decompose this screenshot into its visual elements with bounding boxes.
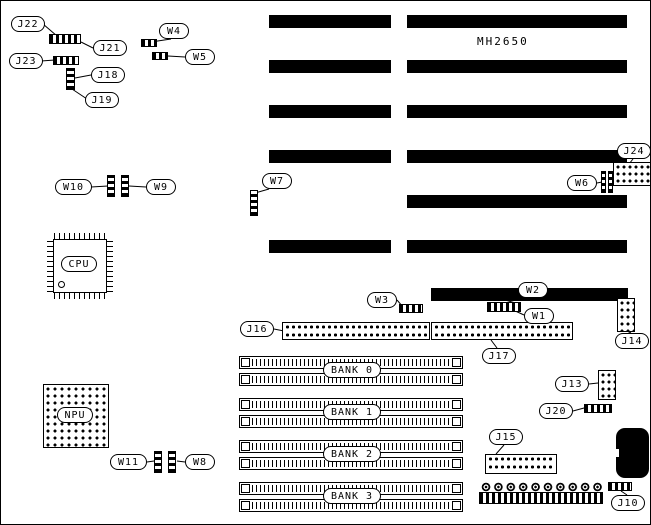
label-j22: J22 [11, 16, 45, 32]
simm-end [452, 400, 461, 409]
isa-slot [407, 240, 627, 253]
label-j19: J19 [85, 92, 119, 108]
jumper-block-w6-a [601, 171, 606, 193]
isa-slot-extension [269, 15, 391, 28]
label-w10: W10 [55, 179, 92, 195]
jumper-block-j23 [53, 56, 79, 65]
npu-label: NPU [57, 407, 93, 423]
label-j13: J13 [555, 376, 589, 392]
jumper-block-j21-j22 [49, 34, 81, 44]
simm-socket [239, 373, 463, 386]
cpu-label: CPU [61, 256, 97, 272]
simm-end [241, 484, 250, 493]
label-j18: J18 [91, 67, 125, 83]
cpu-pin1-dot [58, 281, 65, 288]
simm-end [452, 417, 461, 426]
isa-slot-extension [269, 240, 391, 253]
isa-slot [407, 105, 627, 118]
cpu-pins [54, 293, 106, 299]
jumper-block-w11 [154, 451, 162, 473]
isa-slot-extension [269, 150, 391, 163]
simm-end [452, 442, 461, 451]
simm-end [452, 358, 461, 367]
simm-socket [239, 415, 463, 428]
jumper-block-j20 [584, 404, 612, 413]
cpu-pins [47, 240, 53, 292]
jumper-block-w8 [168, 451, 176, 473]
pin-grid [285, 324, 427, 338]
connector-j17 [431, 322, 573, 340]
label-w2: W2 [518, 282, 548, 298]
pin-grid [434, 324, 570, 338]
simm-end [241, 442, 250, 451]
simm-pins [252, 502, 450, 509]
label-w8: W8 [185, 454, 215, 470]
bank-2-label: BANK 2 [323, 446, 381, 462]
simm-end [241, 459, 250, 468]
label-j14: J14 [615, 333, 649, 349]
jumper-block-j18-j19 [66, 68, 75, 90]
isa-slot [407, 195, 627, 208]
simm-end [452, 375, 461, 384]
label-j16: J16 [240, 321, 274, 337]
label-w7: W7 [262, 173, 292, 189]
label-j15: J15 [489, 429, 523, 445]
jumper-block-j10 [608, 482, 632, 491]
jumper-block-w1-w2 [487, 302, 521, 312]
jumper-block-w7 [250, 190, 258, 216]
bank-0-label: BANK 0 [323, 362, 381, 378]
isa-slot-extension [269, 105, 391, 118]
cpu-pins [54, 233, 106, 239]
simm-end [241, 501, 250, 510]
board-model-text: MH2650 [477, 35, 529, 48]
pin-grid [488, 456, 554, 472]
label-j17: J17 [482, 348, 516, 364]
jumper-block-w6-b [608, 171, 613, 193]
jumper-block-w4 [141, 39, 157, 47]
label-j20: J20 [539, 403, 573, 419]
simm-end [241, 375, 250, 384]
round-pin-row [481, 482, 605, 492]
simm-end [452, 501, 461, 510]
label-w9: W9 [146, 179, 176, 195]
connector-j24 [613, 162, 650, 186]
connector-j16 [282, 322, 430, 340]
label-w11: W11 [110, 454, 147, 470]
label-w6: W6 [567, 175, 597, 191]
connector-j13 [598, 370, 616, 400]
jumper-block-w3 [399, 304, 423, 313]
jumper-block-w5 [152, 52, 168, 60]
simm-end [241, 358, 250, 367]
bank-3-label: BANK 3 [323, 488, 381, 504]
connector-j15 [485, 454, 557, 474]
label-j24: J24 [617, 143, 650, 159]
simm-pins [252, 376, 450, 383]
jumper-block-w9 [121, 175, 129, 197]
keyboard-din-connector [615, 428, 649, 478]
simm-end [241, 417, 250, 426]
label-j23: J23 [9, 53, 43, 69]
isa-slot [407, 150, 627, 163]
label-w3: W3 [367, 292, 397, 308]
isa-slot [407, 60, 627, 73]
label-w1: W1 [524, 308, 554, 324]
label-j21: J21 [93, 40, 127, 56]
simm-pins [252, 418, 450, 425]
bottom-connector-base [479, 492, 603, 504]
bank-1-label: BANK 1 [323, 404, 381, 420]
label-w4: W4 [159, 23, 189, 39]
label-j10: J10 [611, 495, 645, 511]
isa-slot [407, 15, 627, 28]
simm-pins [252, 460, 450, 467]
connector-j14 [617, 298, 635, 332]
isa-slot-extension [269, 60, 391, 73]
label-w5: W5 [185, 49, 215, 65]
cpu-pins [107, 240, 113, 292]
jumper-block-w10 [107, 175, 115, 197]
simm-end [241, 400, 250, 409]
simm-end [452, 484, 461, 493]
simm-end [452, 459, 461, 468]
din-notch [615, 449, 619, 457]
